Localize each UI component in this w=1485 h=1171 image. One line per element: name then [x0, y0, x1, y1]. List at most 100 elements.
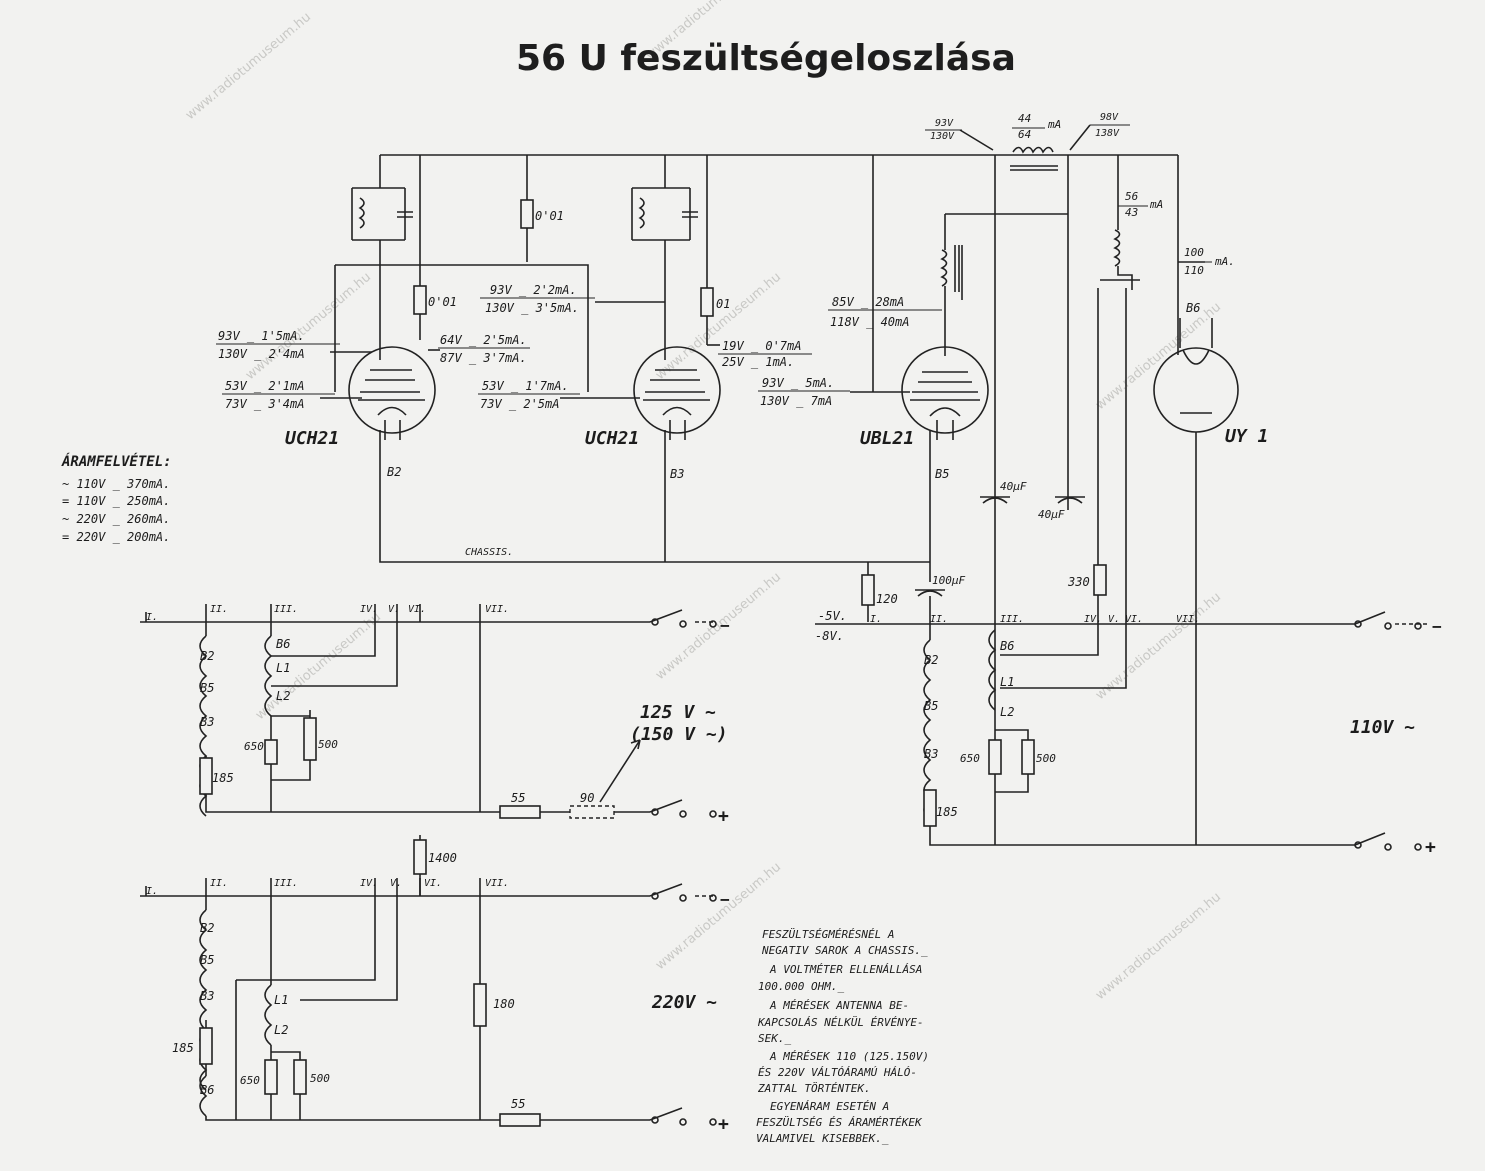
tube-uy1-label: UY 1 — [1225, 426, 1268, 447]
resistor-650 — [264, 739, 278, 765]
filter-choke — [1012, 146, 1054, 154]
reading: 93V _ 2'2mA. — [490, 283, 577, 297]
measurement-notes: FESZÜLTSÉGMÉRÉSNÉL A NEGATIV SAROK A CHA… — [756, 928, 929, 1145]
tube-uch21-left: UCH21 B2 — [285, 346, 436, 479]
r-500-label: 500 — [1036, 752, 1056, 765]
reading: 64 — [1018, 128, 1031, 141]
r-330-label: 330 — [1067, 575, 1090, 589]
watermark: www.radiotumuseum.hu — [1093, 890, 1224, 1003]
heater-b3: B3 — [200, 989, 214, 1003]
mains-125v-label: 125 V ~ — [640, 702, 716, 723]
pin-label: III. — [274, 604, 298, 615]
resistor-01 — [700, 287, 714, 317]
heater-b3: B3 — [924, 747, 938, 761]
reading: 56 — [1125, 190, 1139, 203]
reading: 130V _ 2'4mA — [218, 347, 305, 361]
reading: 64V _ 2'5mA. — [440, 333, 527, 347]
watermark: www.radiotumuseum.hu — [1093, 590, 1224, 703]
pin-label: III. — [274, 878, 298, 889]
r-55-label: 55 — [511, 1097, 525, 1111]
pin-label: VI. — [1125, 614, 1143, 625]
resistor-650 — [988, 739, 1002, 775]
heater-b6-coil — [199, 1075, 208, 1117]
resistor-120 — [861, 574, 875, 606]
pin-label: IV. — [1084, 614, 1102, 625]
current-draw-row: = 220V _ 200mA. — [62, 530, 170, 544]
heater-chain-220v: − I. II. III. IV. V. VI. VII. 1400 B2 B5… — [140, 835, 730, 1135]
coil-l2: L2 — [274, 1023, 288, 1037]
chassis-label: CHASSIS. — [465, 547, 513, 558]
note-line: A MÉRÉSEK ANTENNA BE- — [769, 999, 909, 1012]
minus-terminal: − — [720, 890, 730, 909]
cap-40a-label: 40µF — [1000, 480, 1027, 493]
reading: 44 — [1018, 112, 1031, 125]
reading: mA. — [1214, 255, 1235, 268]
reading: 19V _ 0'7mA — [722, 339, 801, 353]
r-180-label: 180 — [493, 997, 515, 1011]
coil-l2: L2 — [276, 689, 290, 703]
heater-chain-125v: − I. II. III. IV. V. VI. VII. B2 B5 B3 1… — [140, 604, 730, 827]
resistor-500 — [293, 1059, 307, 1095]
tube-uch21-right-heater: B3 — [670, 467, 684, 481]
reading: 130V — [930, 131, 955, 142]
mains-220v-label: 220V ~ — [651, 992, 717, 1013]
reading: 93V — [935, 118, 954, 129]
reading: 73V _ 3'4mA — [225, 397, 304, 411]
tube-uch21-left-heater: B2 — [387, 465, 401, 479]
heater-b6: B6 — [276, 637, 290, 651]
pin-label: VI. — [424, 878, 442, 889]
tube-ubl21-heater: B5 — [935, 467, 949, 481]
tube-uy1-heater: B6 — [1186, 301, 1200, 315]
note-line: NEGATIV SAROK A CHASSIS._ — [761, 944, 928, 957]
coil-l1: L1 — [1000, 675, 1014, 689]
resistor-185 — [923, 789, 937, 827]
r-650-label: 650 — [244, 740, 264, 753]
resistor-500 — [1021, 739, 1035, 775]
reading: 118V _ 40mA — [830, 315, 909, 329]
r-500-label: 500 — [318, 738, 338, 751]
reading: 53V _ 1'7mA. — [482, 379, 569, 393]
note-line: ÉS 220V VÁLTÓÁRAMÚ HÁLÓ- — [758, 1066, 917, 1079]
pin-label: IV. — [360, 878, 378, 889]
heater-chain-110v: -5V. -8V. − I. II. III. IV. V. VI. VII. … — [815, 540, 1442, 858]
voltage-readings: 93V _ 1'5mA. 130V _ 2'4mA 53V _ 2'1mA 73… — [216, 112, 1235, 411]
note-line: FESZÜLTSÉG ÉS ÁRAMÉRTÉKEK — [756, 1116, 923, 1129]
reading: 43 — [1125, 206, 1138, 219]
pin-label: I. — [146, 612, 158, 623]
tube-ubl21-label: UBL21 — [860, 428, 914, 449]
heater-b2: B2 — [924, 653, 938, 667]
pin-label: I. — [870, 614, 882, 625]
watermark: www.radiotumuseum.hu — [243, 270, 374, 383]
r-01-label: 01 — [716, 297, 730, 311]
reading: mA — [1047, 118, 1061, 131]
pin-label: II. — [210, 604, 228, 615]
pin-label: I. — [146, 886, 158, 897]
reading: 25V _ 1mA. — [722, 355, 794, 369]
watermark: www.radiotumuseum.hu — [1093, 300, 1224, 413]
r-120-label: 120 — [876, 592, 898, 606]
tube-uch21-right: UCH21 B3 — [585, 346, 721, 481]
plus-terminal: + — [718, 806, 729, 827]
b6-l1-l2-chain — [264, 635, 273, 717]
heater-b5: B5 — [200, 953, 214, 967]
minus-terminal: − — [720, 616, 730, 635]
resistor-650 — [264, 1059, 278, 1095]
capacitor — [682, 211, 698, 218]
reading: 87V _ 3'7mA. — [440, 351, 527, 365]
r-650-label: 650 — [960, 752, 980, 765]
tube-uch21-left-label: UCH21 — [285, 428, 339, 449]
bias-label: -8V. — [815, 629, 844, 643]
watermark: www.radiotumuseum.hu — [653, 570, 784, 683]
heater-b5: B5 — [924, 699, 938, 713]
resistor-001a — [413, 285, 427, 315]
note-line: EGYENÁRAM ESETÉN A — [770, 1100, 889, 1113]
reading: 93V _ 1'5mA. — [218, 329, 305, 343]
heater-b2: B2 — [200, 649, 214, 663]
note-line: VALAMIVEL KISEBBEK._ — [756, 1132, 889, 1145]
coil-l2: L2 — [1000, 705, 1014, 719]
output-transformer — [940, 249, 948, 287]
resistor-185 — [199, 757, 213, 795]
bias-label: -5V. — [818, 609, 847, 623]
reading: 130V _ 3'5mA. — [485, 301, 579, 315]
